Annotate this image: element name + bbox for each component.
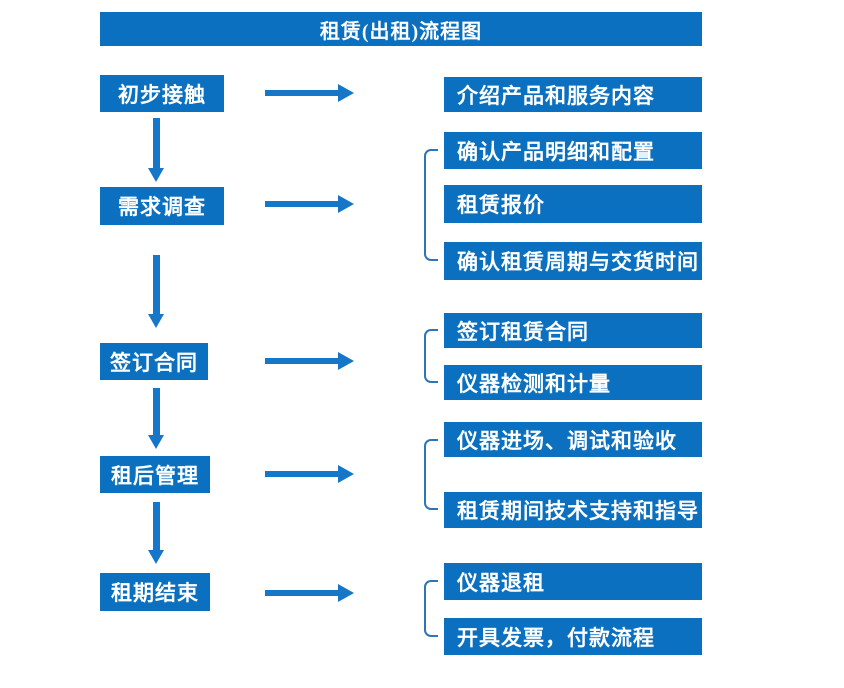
bracket-connector	[424, 439, 438, 510]
detail-box-introduce-products: 介绍产品和服务内容	[444, 77, 702, 112]
detail-box-confirm-period-delivery: 确认租赁周期与交货时间	[444, 242, 702, 280]
right-arrow-icon	[265, 195, 354, 213]
detail-box-instrument-testing: 仪器检测和计量	[444, 365, 702, 400]
detail-box-confirm-product-config: 确认产品明细和配置	[444, 132, 702, 169]
detail-box-rental-quote: 租赁报价	[444, 185, 702, 223]
stage-box-demand-survey: 需求调查	[100, 187, 224, 225]
page-title: 租赁(出租)流程图	[100, 12, 702, 46]
down-arrow-icon	[148, 255, 165, 328]
stage-box-rental-end: 租期结束	[100, 573, 210, 611]
right-arrow-icon	[265, 584, 354, 602]
detail-box-instrument-setup-acceptance: 仪器进场、调试和验收	[444, 422, 702, 457]
detail-box-technical-support: 租赁期间技术支持和指导	[444, 492, 702, 528]
stage-box-post-rental-management: 租后管理	[100, 456, 210, 493]
detail-box-instrument-return: 仪器退租	[444, 563, 702, 600]
bracket-connector	[424, 149, 438, 261]
down-arrow-icon	[148, 388, 165, 449]
down-arrow-icon	[148, 502, 165, 564]
stage-box-initial-contact: 初步接触	[100, 75, 224, 112]
down-arrow-icon	[148, 118, 165, 182]
right-arrow-icon	[265, 352, 354, 370]
bracket-connector	[424, 580, 438, 637]
right-arrow-icon	[265, 84, 354, 102]
right-arrow-icon	[265, 465, 354, 483]
stage-box-sign-contract: 签订合同	[100, 343, 208, 380]
detail-box-sign-rental-contract: 签订租赁合同	[444, 313, 702, 348]
bracket-connector	[424, 329, 438, 383]
detail-box-invoice-payment: 开具发票，付款流程	[444, 618, 702, 655]
